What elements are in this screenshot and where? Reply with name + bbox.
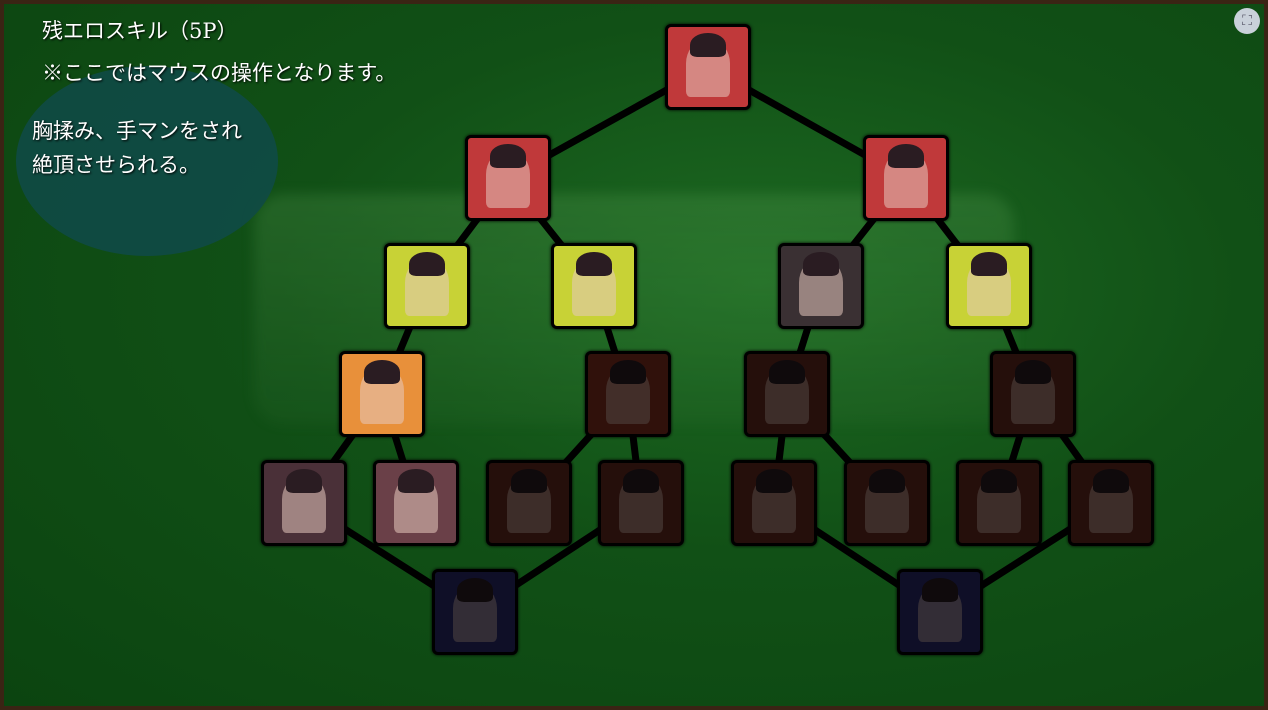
skill-node-n2a-unlocked[interactable] <box>384 243 470 329</box>
skill-node-n4e-locked[interactable] <box>731 460 817 546</box>
skill-node-n1b-unlocked[interactable] <box>863 135 949 221</box>
skill-thumbnail-detail <box>490 144 526 169</box>
remaining-points-label: 残エロスキル（5P） <box>42 19 238 43</box>
skill-thumbnail-detail <box>286 469 322 494</box>
skill-thumbnail-detail <box>690 33 726 58</box>
skill-thumbnail-detail <box>364 360 400 385</box>
skill-node-n4c-locked[interactable] <box>486 460 572 546</box>
skill-node-n5a-locked[interactable] <box>432 569 518 655</box>
skill-node-n3b-locked[interactable] <box>585 351 671 437</box>
skill-thumbnail-detail <box>409 252 445 277</box>
skill-thumbnail-detail <box>398 469 434 494</box>
skill-description-line1: 胸揉み、手マンをされ <box>32 119 242 143</box>
mouse-note: ※ここではマウスの操作となります。 <box>42 61 397 85</box>
skill-node-n2d-unlocked[interactable] <box>946 243 1032 329</box>
skill-node-n5b-locked[interactable] <box>897 569 983 655</box>
skill-thumbnail-detail <box>610 360 646 385</box>
skill-thumbnail-detail <box>576 252 612 277</box>
skill-node-n2c-unlocked[interactable] <box>778 243 864 329</box>
game-screen: 残エロスキル（5P） ※ここではマウスの操作となります。 胸揉み、手マンをされ … <box>4 4 1264 706</box>
skill-node-n4b-unlocked[interactable] <box>373 460 459 546</box>
skill-node-n3a-unlocked[interactable] <box>339 351 425 437</box>
skill-node-n4a-unlocked[interactable] <box>261 460 347 546</box>
skill-thumbnail-detail <box>623 469 659 494</box>
skill-node-n4f-locked[interactable] <box>844 460 930 546</box>
skill-node-n4d-locked[interactable] <box>598 460 684 546</box>
skill-thumbnail-detail <box>1093 469 1129 494</box>
skill-node-n3c-locked[interactable] <box>744 351 830 437</box>
skill-node-n3d-locked[interactable] <box>990 351 1076 437</box>
skill-thumbnail-detail <box>756 469 792 494</box>
skill-thumbnail-detail <box>803 252 839 277</box>
skill-node-n4h-locked[interactable] <box>1068 460 1154 546</box>
skill-thumbnail-detail <box>457 578 493 603</box>
skill-node-n4g-locked[interactable] <box>956 460 1042 546</box>
skill-thumbnail-detail <box>1015 360 1051 385</box>
description-bubble <box>16 66 278 256</box>
skill-thumbnail-detail <box>888 144 924 169</box>
skill-description-line2: 絶頂させられる。 <box>32 153 200 177</box>
skill-thumbnail-detail <box>971 252 1007 277</box>
skill-node-n2b-unlocked[interactable] <box>551 243 637 329</box>
screen-capture-icon[interactable]: ⛶ <box>1234 8 1260 34</box>
skill-thumbnail-detail <box>922 578 958 603</box>
skill-thumbnail-detail <box>769 360 805 385</box>
skill-thumbnail-detail <box>981 469 1017 494</box>
skill-node-n0-unlocked[interactable] <box>665 24 751 110</box>
skill-thumbnail-detail <box>511 469 547 494</box>
skill-thumbnail-detail <box>869 469 905 494</box>
skill-node-n1a-unlocked[interactable] <box>465 135 551 221</box>
